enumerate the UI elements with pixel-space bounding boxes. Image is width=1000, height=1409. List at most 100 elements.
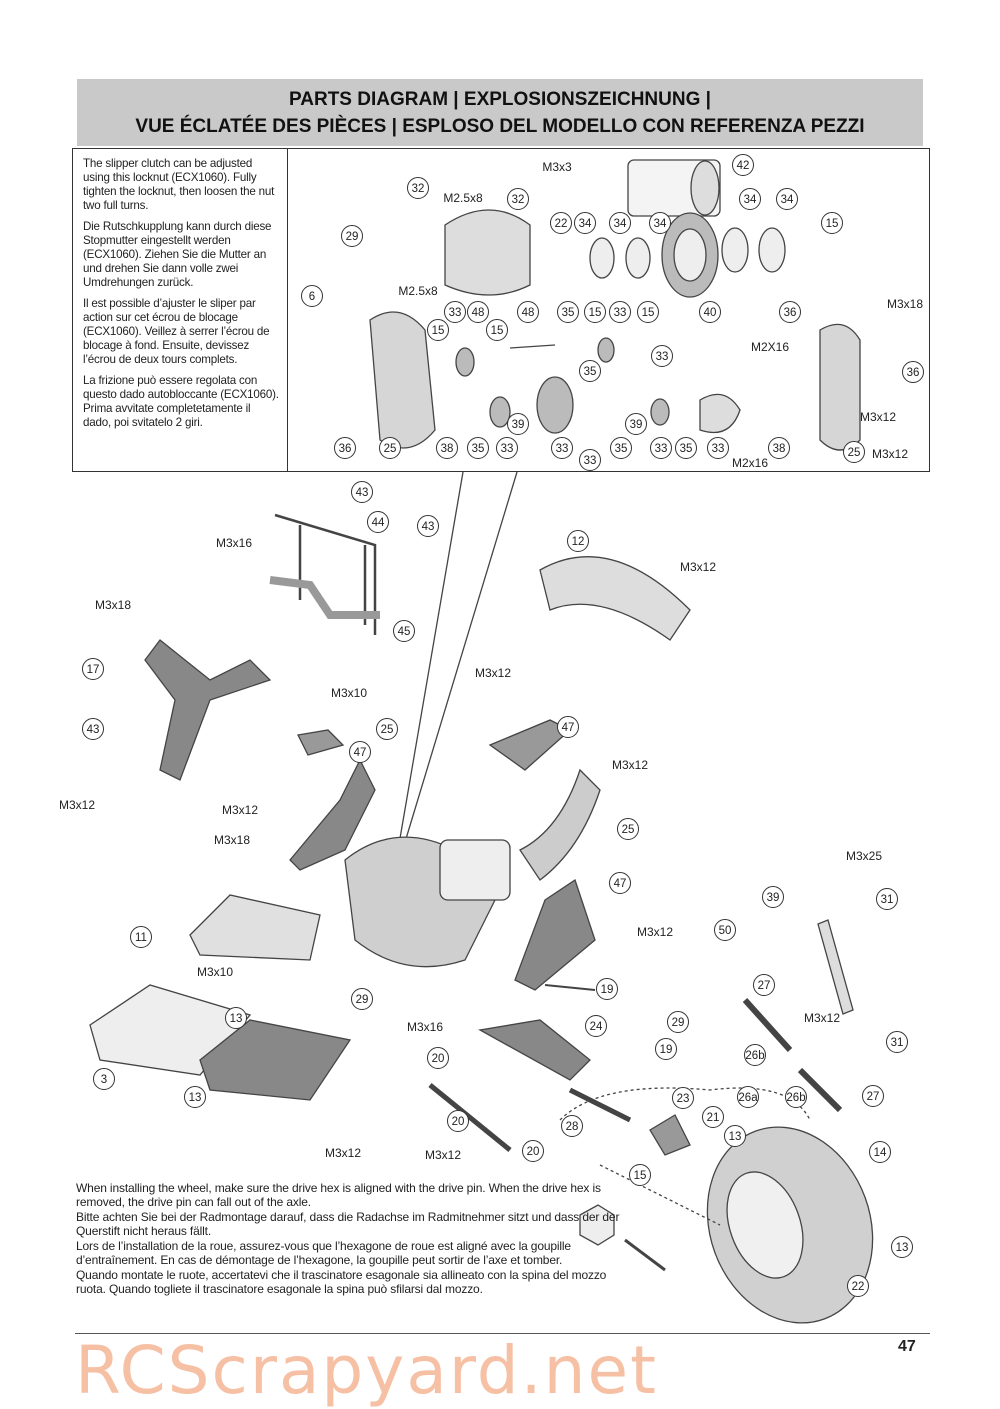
hardware-size-label: M3x18 xyxy=(886,297,924,311)
part-callout: 15 xyxy=(821,212,843,234)
hardware-size-label: M2x16 xyxy=(731,456,769,470)
hardware-size-label: M2.5x8 xyxy=(398,284,438,298)
part-callout: 35 xyxy=(675,437,697,459)
part-callout: 35 xyxy=(579,360,601,382)
part-callout: 36 xyxy=(902,361,924,383)
mount-47-drawing xyxy=(289,758,376,871)
part-callout: 47 xyxy=(609,872,631,894)
part-callout: 48 xyxy=(467,301,489,323)
gearbox-half-right xyxy=(819,323,861,451)
leader-line xyxy=(401,471,518,853)
note-de: Die Rutschkupplung kann durch diese Stop… xyxy=(83,220,272,289)
part-callout: 25 xyxy=(379,437,401,459)
title-line-1: PARTS DIAGRAM | EXPLOSIONSZEICHNUNG | xyxy=(289,89,711,110)
part-callout: 34 xyxy=(609,212,631,234)
part-callout: 29 xyxy=(341,225,363,247)
part-callout: 15 xyxy=(629,1164,651,1186)
page-title: PARTS DIAGRAM | EXPLOSIONSZEICHNUNG | VU… xyxy=(77,79,923,146)
part-callout: 24 xyxy=(585,1015,607,1037)
part-callout: 35 xyxy=(610,437,632,459)
part-callout: 19 xyxy=(655,1038,677,1060)
wheel-note-en: When installing the wheel, make sure the… xyxy=(76,1181,601,1209)
hardware-size-label: M2X16 xyxy=(750,340,790,354)
wheel-note-it: Quando montate le ruote, accertatevi che… xyxy=(76,1268,607,1296)
part-callout: 21 xyxy=(702,1106,724,1128)
watermark-logo: RCScrapyard.net xyxy=(75,1332,658,1409)
link-20-drawing xyxy=(428,1083,512,1152)
hardware-size-label: M3x12 xyxy=(424,1148,462,1162)
part-callout: 12 xyxy=(567,530,589,552)
hardware-size-label: M3x10 xyxy=(330,686,368,700)
hardware-size-label: M3x12 xyxy=(636,925,674,939)
hardware-size-label: M3x16 xyxy=(215,536,253,550)
part-callout: 32 xyxy=(407,177,429,199)
leader-line xyxy=(397,471,464,851)
part-callout: 20 xyxy=(522,1140,544,1162)
drive-hex-drawing xyxy=(579,1204,615,1246)
hardware-size-label: M3x12 xyxy=(803,1011,841,1025)
part-callout: 15 xyxy=(486,319,508,341)
part-callout: 34 xyxy=(776,188,798,210)
hardware-size-label: M3x12 xyxy=(679,560,717,574)
hardware-size-label: M2.5x8 xyxy=(443,191,483,205)
part-callout: 15 xyxy=(427,319,449,341)
hardware-size-label: M3x12 xyxy=(859,410,897,424)
part-callout: 15 xyxy=(584,301,606,323)
part-callout: 28 xyxy=(561,1115,583,1137)
part-callout: 26a xyxy=(737,1086,759,1108)
page-number: 47 xyxy=(898,1338,916,1355)
part-callout: 11 xyxy=(130,926,152,948)
plate-25-drawing xyxy=(519,768,601,881)
part-callout: 22 xyxy=(847,1275,869,1297)
part-callout: 6 xyxy=(301,285,323,307)
part-callout: 39 xyxy=(625,413,647,435)
part-callout: 40 xyxy=(699,301,721,323)
part-callout: 43 xyxy=(351,481,373,503)
part-callout: 35 xyxy=(467,437,489,459)
shock-tower-drawing xyxy=(144,639,272,781)
part-callout: 45 xyxy=(393,620,415,642)
hardware-size-label: M3x12 xyxy=(58,798,96,812)
part-callout: 33 xyxy=(444,301,466,323)
gearbox-half-left xyxy=(369,311,436,449)
part-callout: 44 xyxy=(367,511,389,533)
part-callout: 13 xyxy=(891,1236,913,1258)
part-callout: 42 xyxy=(732,154,754,176)
note-en: The slipper clutch can be adjusted using… xyxy=(83,157,275,212)
part-callout: 20 xyxy=(427,1047,449,1069)
part-callout: 36 xyxy=(779,301,801,323)
part-callout: 50 xyxy=(714,919,736,941)
suspension-arm-drawing xyxy=(478,1019,591,1081)
part-callout: 13 xyxy=(184,1086,206,1108)
part-callout: 26b xyxy=(785,1086,807,1108)
part-callout: 35 xyxy=(557,301,579,323)
hardware-size-label: M3x16 xyxy=(406,1020,444,1034)
part-callout: 32 xyxy=(507,188,529,210)
shock-drawing xyxy=(817,919,854,1015)
gear-cover-drawing xyxy=(444,209,531,296)
part-callout: 34 xyxy=(739,188,761,210)
part-callout: 22 xyxy=(550,212,572,234)
part-callout: 48 xyxy=(517,301,539,323)
title-line-2: VUE ÉCLATÉE DES PIÈCES | ESPLOSO DEL MOD… xyxy=(135,116,865,137)
part-callout: 33 xyxy=(707,437,729,459)
hardware-size-label: M3x18 xyxy=(213,833,251,847)
part-callout: 25 xyxy=(843,441,865,463)
part-callout: 31 xyxy=(876,888,898,910)
part-callout: 17 xyxy=(82,658,104,680)
wheel-installation-note: When installing the wheel, make sure the… xyxy=(76,1181,621,1297)
wheel-note-fr: Lors de l’installation de la roue, assur… xyxy=(76,1239,571,1267)
part-callout: 27 xyxy=(862,1085,884,1107)
part-callout: 34 xyxy=(649,212,671,234)
wheel-note-de: Bitte achten Sie bei der Radmontage dara… xyxy=(76,1210,620,1238)
hardware-size-label: M3x3 xyxy=(542,160,572,174)
hardware-size-label: M3x12 xyxy=(221,803,259,817)
part-callout: 15 xyxy=(637,301,659,323)
part-callout: 47 xyxy=(557,716,579,738)
plate-11-drawing xyxy=(189,894,321,961)
part-callout: 39 xyxy=(762,886,784,908)
part-callout: 33 xyxy=(650,437,672,459)
part-callout: 19 xyxy=(596,978,618,1000)
part-callout: 13 xyxy=(724,1125,746,1147)
hardware-size-label: M3x12 xyxy=(611,758,649,772)
